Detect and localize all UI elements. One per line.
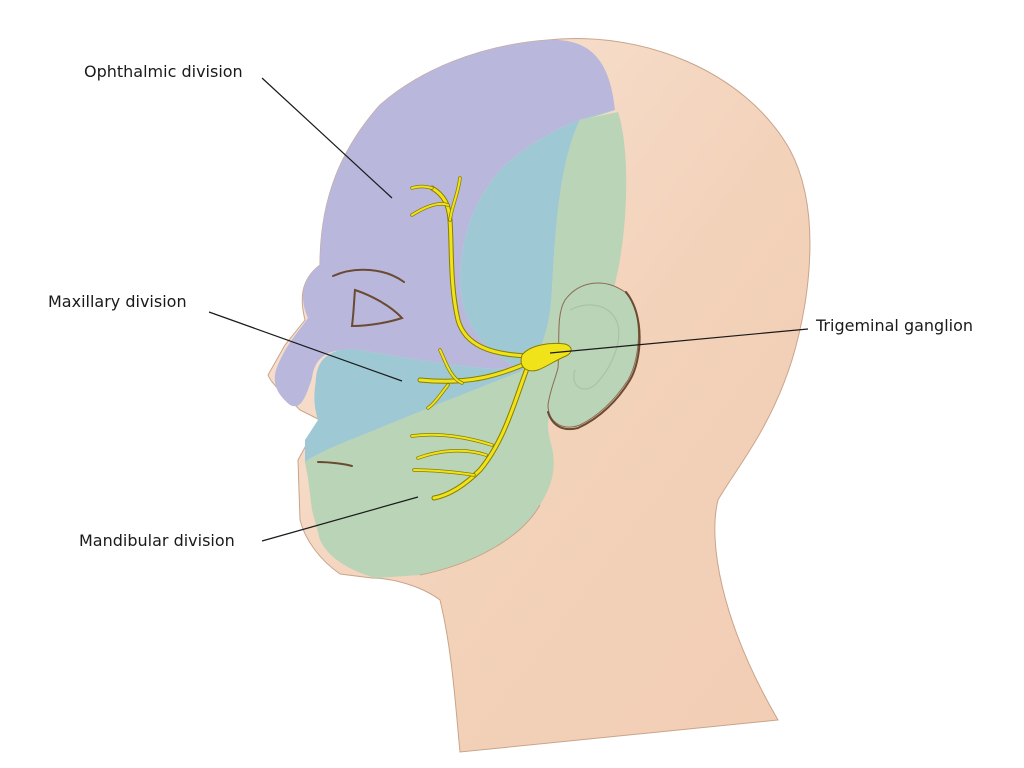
jaw-contour <box>419 504 541 576</box>
ophthalmic-region <box>274 39 615 407</box>
trigeminal-nerve <box>410 176 572 501</box>
mandibular-leader-line <box>261 496 419 542</box>
trigeminal-ganglion-label: Trigeminal ganglion <box>815 316 973 335</box>
ear-inner-contour <box>569 304 620 390</box>
ophthalmic-division-label: Ophthalmic division <box>84 62 243 81</box>
eye-contour <box>350 288 404 328</box>
mandibular-division-label: Mandibular division <box>79 531 235 550</box>
eyebrow-contour <box>332 268 405 283</box>
ear-helix-contour <box>547 291 641 431</box>
maxillary-division-label: Maxillary division <box>48 292 187 311</box>
maxillary-leader-line <box>208 311 403 382</box>
ophthalmic-leader-line <box>261 77 393 199</box>
lip-contour <box>317 461 353 467</box>
trigeminal-ganglion-shape <box>520 342 572 372</box>
mandibular-region <box>305 112 627 578</box>
ganglion-leader-line <box>549 328 809 354</box>
